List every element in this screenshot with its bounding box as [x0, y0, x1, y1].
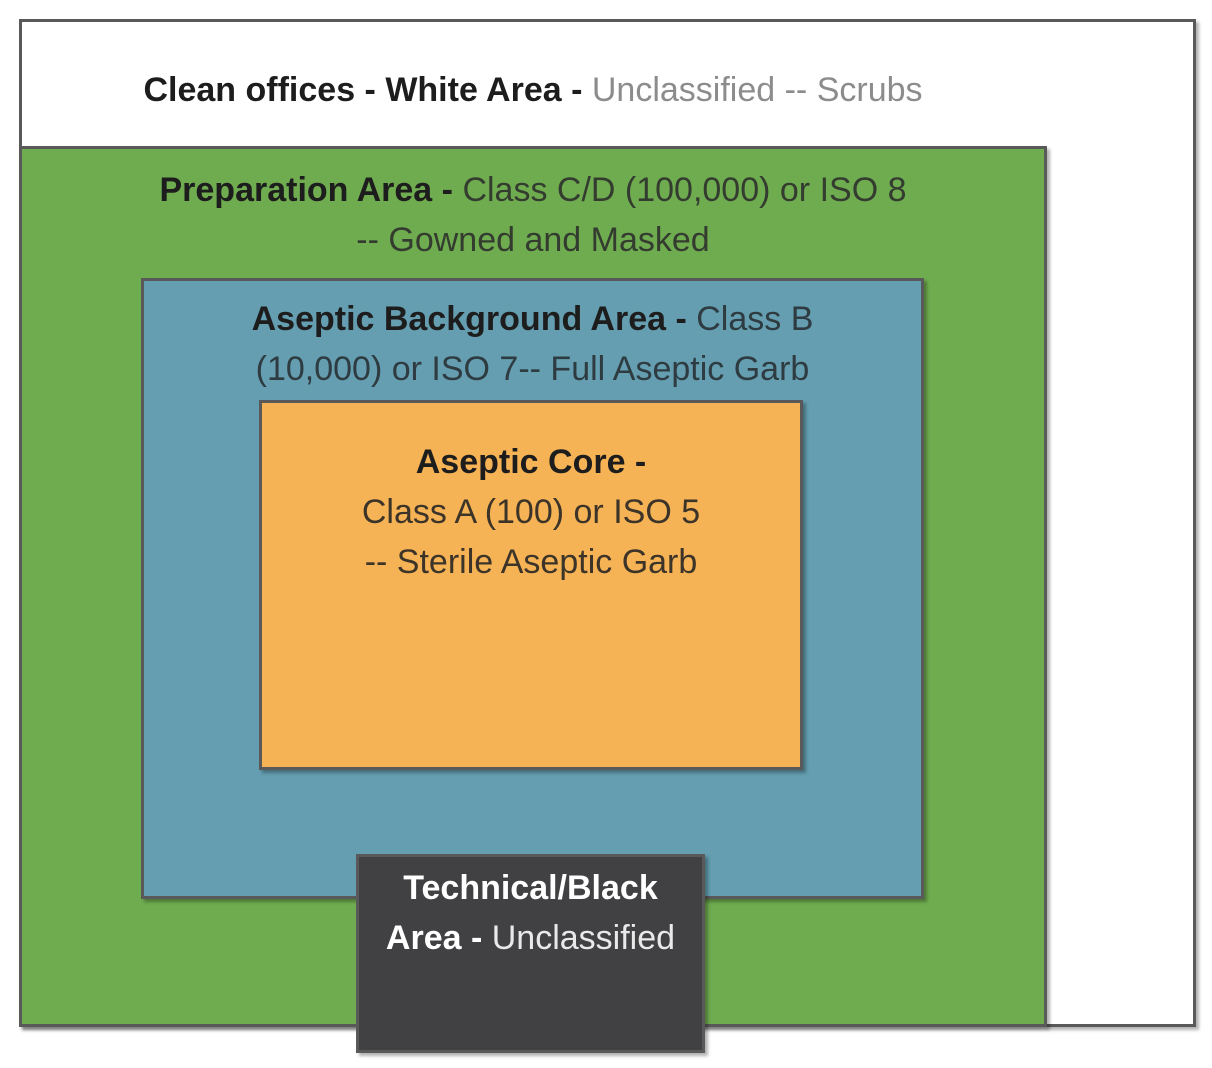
preparation-area-label: Preparation Area - Class C/D (100,000) o…	[19, 165, 1047, 265]
preparation-area-line1: Preparation Area - Class C/D (100,000) o…	[159, 171, 907, 209]
aseptic-core-line2: Class A (100) or ISO 5	[361, 493, 701, 531]
aseptic-core-label: Aseptic Core - Class A (100) or ISO 5 --…	[259, 437, 803, 587]
aseptic-background-area-label: Aseptic Background Area - Class B (10,00…	[141, 294, 924, 394]
aseptic-core-line3: -- Sterile Aseptic Garb	[364, 543, 698, 581]
white-area-label-bold: Clean offices - White Area -	[143, 71, 592, 109]
aseptic-background-line1: Aseptic Background Area - Class B	[251, 300, 814, 338]
aseptic-background-line2: (10,000) or ISO 7-- Full Aseptic Garb	[255, 350, 810, 388]
preparation-area-line2: -- Gowned and Masked	[356, 221, 710, 259]
technical-black-area-box	[356, 854, 705, 1053]
aseptic-core-box	[259, 400, 803, 770]
technical-black-area-label: Technical/Black Area - Unclassified	[356, 863, 705, 963]
aseptic-core-line1: Aseptic Core -	[415, 443, 647, 481]
white-area-label: Clean offices - White Area - Unclassifie…	[19, 65, 1047, 115]
technical-black-line2: Area - Unclassified	[385, 919, 676, 957]
technical-black-line1: Technical/Black	[403, 869, 658, 907]
white-area-label-regular: Unclassified -- Scrubs	[591, 71, 923, 109]
